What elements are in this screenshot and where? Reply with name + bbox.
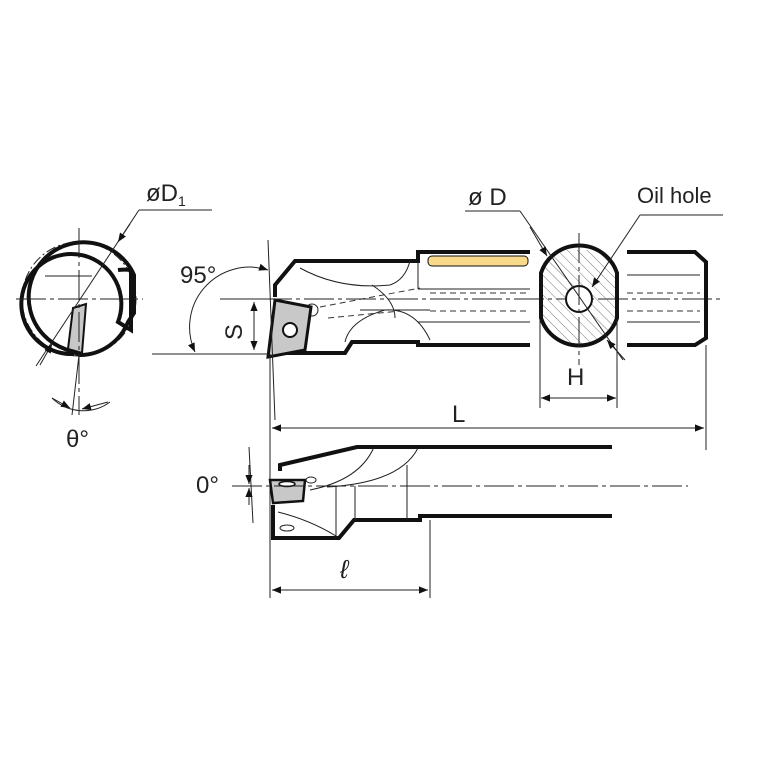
s-label: S xyxy=(221,324,248,340)
insert-end-view xyxy=(66,302,88,355)
shank-bottom-edge xyxy=(283,340,530,355)
top-view: 95° S xyxy=(152,239,720,421)
l-total-label: L xyxy=(452,401,465,428)
theta-label: θ° xyxy=(66,426,89,453)
shank-end xyxy=(627,250,708,347)
angle-95-label: 95° xyxy=(180,262,216,289)
l-small-label: ℓ xyxy=(339,554,350,584)
h-label: H xyxy=(567,364,584,391)
end-view: øD1 θ° xyxy=(16,180,212,453)
side-bottom-edge xyxy=(271,505,612,540)
shank-top-edge xyxy=(273,250,530,297)
oil-hole-label: Oil hole xyxy=(637,183,712,208)
side-top-edge xyxy=(278,445,612,471)
l-dimension: L xyxy=(269,345,707,598)
end-view-outline xyxy=(19,252,133,357)
side-view: 0° ℓ xyxy=(196,445,688,598)
d-label: ø D xyxy=(468,184,507,211)
section-outline xyxy=(539,243,619,348)
angle-0-label: 0° xyxy=(196,472,219,499)
coolant-strip xyxy=(427,255,529,267)
section-view: ø D Oil hole H xyxy=(465,183,723,408)
d1-label: øD1 xyxy=(146,180,186,209)
